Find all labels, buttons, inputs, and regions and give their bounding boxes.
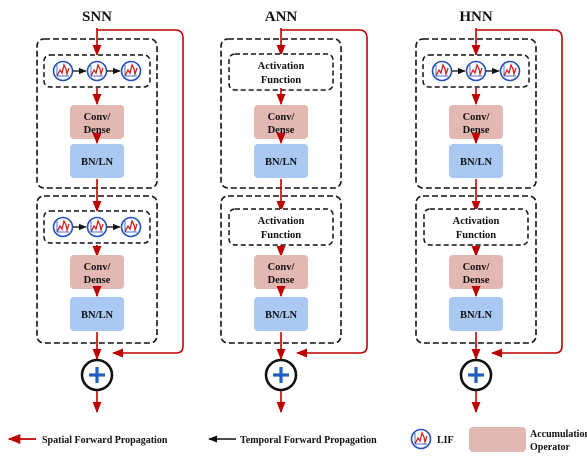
accumulation-plus-icon [264,358,298,392]
lif-neuron-icon [120,216,142,238]
legend-spatial: Spatial Forward Propagation [42,435,168,446]
bn-ln-block [254,144,308,178]
column-ann: ANNActivationFunctionConv/DenseBN/LNActi… [220,9,368,414]
column-title: SNN [82,9,112,25]
bn-ln-label: BN/LN [460,310,493,321]
bn-ln-block [449,144,503,178]
conv-dense-label-1: Conv/ [463,262,491,273]
lif-neuron-icon [499,60,521,82]
conv-dense-label-1: Conv/ [268,112,296,123]
conv-dense-label-1: Conv/ [268,262,296,273]
lif-neuron-icon [86,216,108,238]
block-2 [220,195,342,344]
activation-label-1: Activation [258,216,305,227]
block-2 [415,195,537,344]
conv-dense-label-2: Dense [268,275,295,286]
conv-dense-block [254,255,308,289]
bn-ln-block [449,297,503,331]
activation-label-1: Activation [258,61,305,72]
lif-neuron-icon [86,60,108,82]
legend-accumulation-2: Operator [530,442,571,453]
conv-dense-label-2: Dense [463,125,490,136]
residual-connection [281,29,368,358]
bn-ln-label: BN/LN [265,157,298,168]
conv-dense-block [449,105,503,139]
conv-dense-label-1: Conv/ [463,112,491,123]
bn-ln-label: BN/LN [265,310,298,321]
activation-label-2: Function [261,75,301,86]
lif-neuron-icon [465,60,487,82]
activation-label-2: Function [261,230,301,241]
conv-dense-label-1: Conv/ [84,262,112,273]
column-title: HNN [459,9,493,25]
legend-temporal: Temporal Forward Propagation [240,435,377,446]
bn-ln-label: BN/LN [81,157,114,168]
bn-ln-label: BN/LN [460,157,493,168]
bn-ln-block [70,297,124,331]
activation-label-1: Activation [453,216,500,227]
conv-dense-label-2: Dense [84,275,111,286]
lif-neuron-icon [410,428,432,450]
conv-dense-block [254,105,308,139]
conv-dense-label-2: Dense [84,125,111,136]
residual-connection [97,29,184,358]
conv-dense-label-2: Dense [268,125,295,136]
block-2 [36,195,158,344]
conv-dense-label-1: Conv/ [84,112,112,123]
residual-connection [476,29,563,358]
conv-dense-label-2: Dense [463,275,490,286]
bn-ln-label: BN/LN [81,310,114,321]
activation-label-2: Function [456,230,496,241]
legend-lif: LIF [437,435,454,446]
legend: Spatial Forward Propagation Temporal For… [7,427,587,453]
column-title: ANN [265,9,298,25]
column-hnn: HNNConv/DenseBN/LNActivationFunctionConv… [415,9,563,414]
lif-neuron-icon [120,60,142,82]
bn-ln-block [254,297,308,331]
lif-neuron-icon [52,60,74,82]
accumulation-plus-icon [80,358,114,392]
accumulation-swatch [469,427,526,452]
conv-dense-block [70,255,124,289]
conv-dense-block [449,255,503,289]
lif-neuron-icon [52,216,74,238]
bn-ln-block [70,144,124,178]
legend-accumulation-1: Accumulation [530,429,587,440]
lif-neuron-icon [431,60,453,82]
accumulation-plus-icon [459,358,493,392]
conv-dense-block [70,105,124,139]
